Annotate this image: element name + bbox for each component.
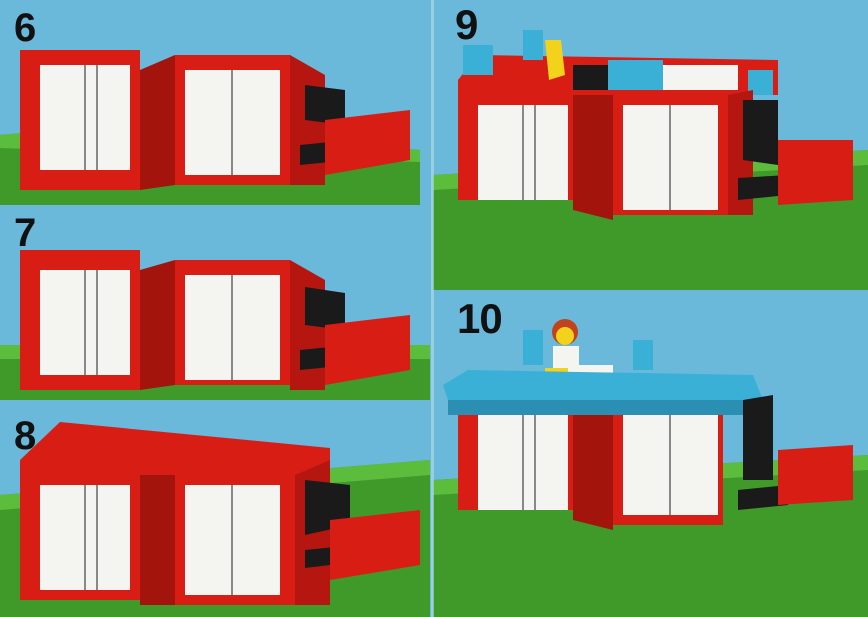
- blue-brick: [523, 30, 543, 60]
- step-number: 6: [14, 6, 36, 50]
- low-wall: [778, 445, 853, 505]
- step-9-illustration: [433, 0, 868, 290]
- black-plate: [738, 175, 788, 200]
- white-plate: [663, 65, 738, 90]
- step-7-panel: 7: [0, 205, 430, 400]
- low-wall: [325, 110, 410, 175]
- step-7-illustration: [0, 205, 430, 400]
- low-wall: [330, 510, 420, 580]
- step-number: 10: [457, 295, 503, 342]
- step-6-illustration: [0, 0, 430, 205]
- step-8-illustration: [0, 400, 430, 617]
- low-wall: [325, 315, 410, 385]
- minifig-head: [556, 327, 574, 345]
- blue-brick: [523, 330, 543, 365]
- step-number: 9: [455, 1, 478, 48]
- roof-plate: [20, 422, 330, 475]
- blue-brick: [633, 340, 653, 370]
- black-plate: [738, 485, 788, 510]
- blue-roof: [443, 370, 763, 400]
- chimney-hood: [305, 85, 345, 125]
- black-brick: [573, 65, 613, 90]
- blue-brick: [608, 60, 663, 90]
- step-10-panel: 10: [433, 290, 868, 617]
- yellow-chair: [545, 40, 565, 80]
- step-number: 7: [14, 211, 36, 255]
- page-fold: [431, 0, 434, 617]
- low-wall: [778, 140, 853, 205]
- blue-brick: [463, 45, 493, 75]
- chimney: [743, 395, 773, 480]
- step-6-panel: 6: [0, 0, 430, 205]
- chimney: [743, 100, 778, 165]
- step-8-panel: 8: [0, 400, 430, 617]
- step-9-panel: 9: [433, 0, 868, 290]
- chimney-hood: [305, 287, 345, 330]
- step-10-illustration: [433, 290, 868, 617]
- step-number: 8: [14, 414, 36, 458]
